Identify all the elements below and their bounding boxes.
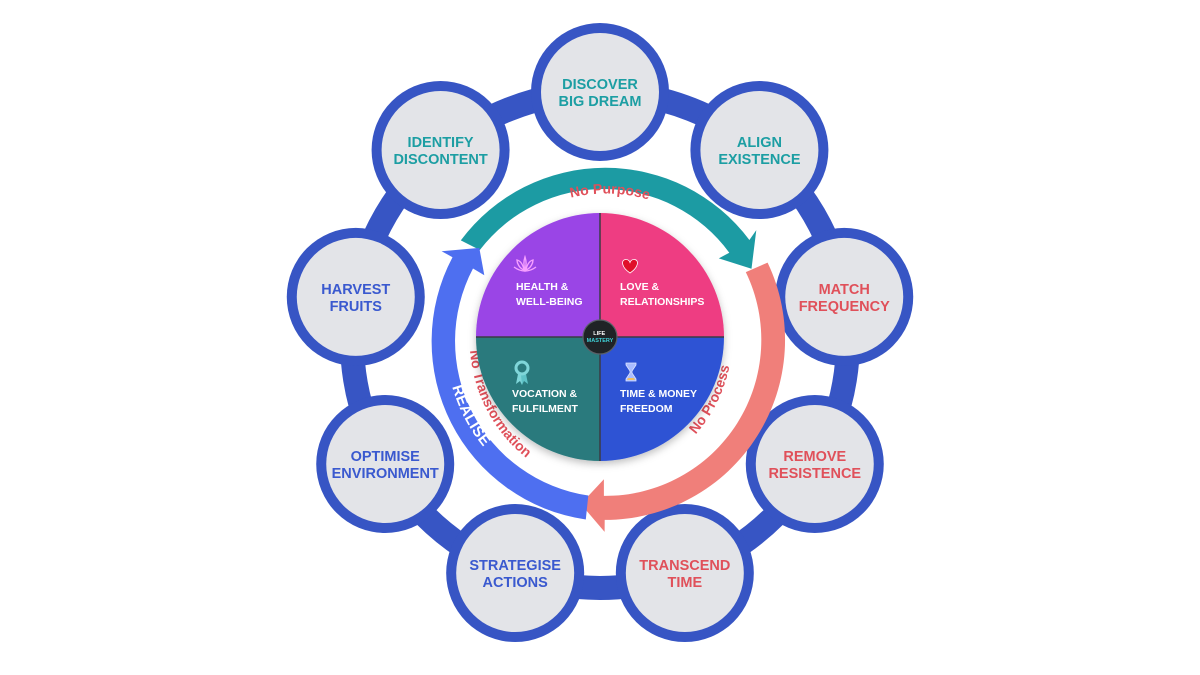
quadrant-vocation-label: VOCATION & FULFILMENT xyxy=(512,388,580,415)
realise-arc-band xyxy=(431,247,589,520)
step-node-fill xyxy=(381,91,500,210)
quadrant-vocation xyxy=(476,337,600,461)
activate-arc-band xyxy=(580,262,786,532)
blueprint-sub-label: No Purpose xyxy=(568,181,652,203)
step-node-fill xyxy=(541,33,659,151)
quadrant-love xyxy=(600,213,724,337)
quadrant-love-label: LOVE & RELATIONSHIPS xyxy=(620,281,704,308)
step-node-fill xyxy=(755,405,874,523)
blueprint-arc-band xyxy=(460,167,757,269)
hourglass-icon xyxy=(625,362,637,382)
step-node-fill xyxy=(625,514,744,633)
step-node-fill xyxy=(326,405,445,523)
quadrant-health-label: HEALTH & WELL-BEING xyxy=(516,281,583,308)
step-node-fill xyxy=(785,237,904,356)
heart-icon xyxy=(622,259,638,274)
quadrant-time-label: TIME & MONEY FREEDOM xyxy=(620,388,700,415)
step-node-fill xyxy=(700,91,819,210)
center-label: LIFE MASTERY xyxy=(587,331,614,344)
step-node-fill xyxy=(296,237,415,356)
lotus-icon xyxy=(513,254,537,273)
step-node-fill xyxy=(456,514,575,633)
quadrant-health xyxy=(476,213,600,337)
life-mastery-badge: LIFE MASTERY xyxy=(582,319,618,355)
award-ribbon-icon xyxy=(514,360,530,385)
